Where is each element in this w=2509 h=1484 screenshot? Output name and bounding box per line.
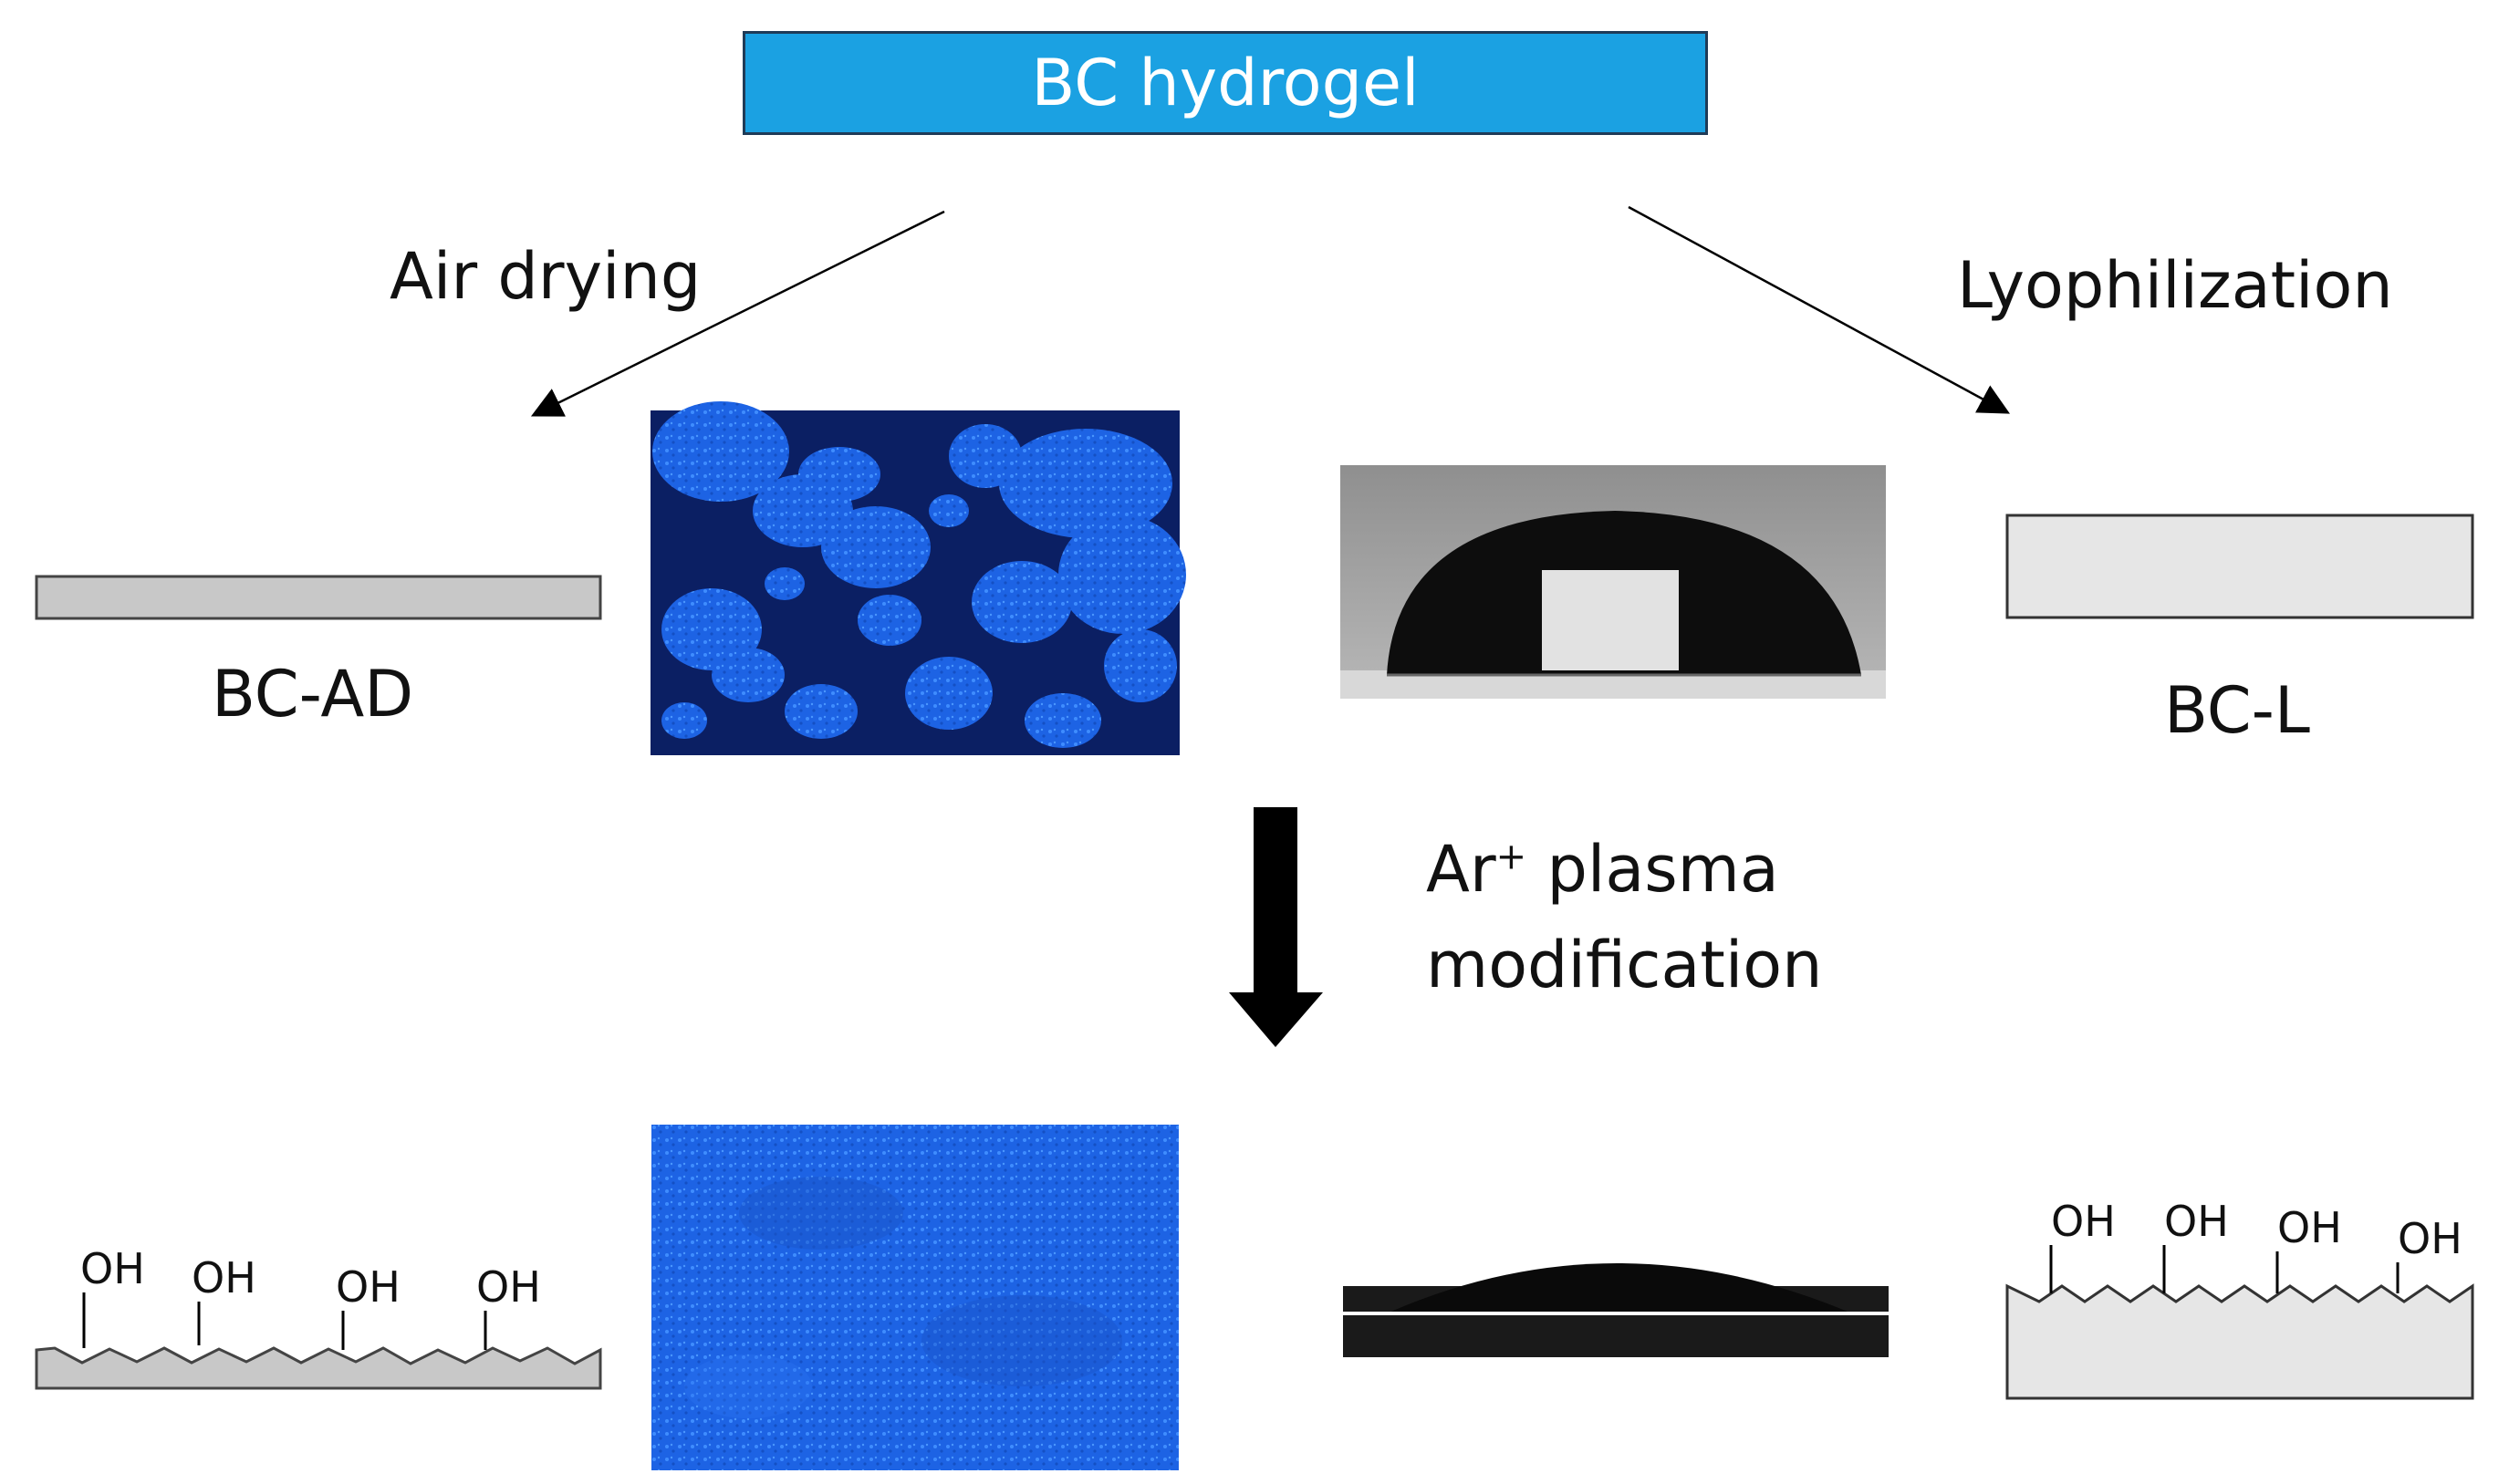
bc-l-modified-film xyxy=(2005,1245,2474,1400)
oh-label-ad-4: OH xyxy=(476,1262,541,1312)
treatment-label-line2: modification xyxy=(1426,928,1823,1002)
bc-hydrogel-label: BC hydrogel xyxy=(1031,46,1420,120)
micrograph-bc-ad-treated xyxy=(651,1125,1179,1470)
contact-angle-treated xyxy=(1343,1259,1889,1357)
oh-label-l-4: OH xyxy=(2398,1214,2462,1263)
oh-label-l-1: OH xyxy=(2051,1197,2116,1246)
contact-angle-untreated xyxy=(1340,465,1886,699)
treatment-ion: Ar xyxy=(1426,832,1496,907)
treatment-label-line1: Ar+ plasma xyxy=(1426,837,1779,901)
bc-l-film xyxy=(2005,514,2474,619)
oh-label-ad-2: OH xyxy=(192,1253,256,1302)
oh-label-l-3: OH xyxy=(2277,1203,2342,1252)
micrograph-bc-ad-untreated xyxy=(651,401,1186,755)
treatment-plasma: plasma xyxy=(1526,832,1779,907)
arrow-to-bc-l xyxy=(1628,205,2010,414)
treatment-charge: + xyxy=(1495,835,1527,878)
oh-label-l-2: OH xyxy=(2164,1197,2229,1246)
lyophilization-label: Lyophilization xyxy=(1957,248,2393,323)
bc-ad-film xyxy=(35,575,602,620)
air-drying-label: Air drying xyxy=(390,239,702,314)
bc-l-label: BC-L xyxy=(2164,673,2310,748)
bc-hydrogel-box: BC hydrogel xyxy=(743,31,1708,135)
arrow-to-bc-ad xyxy=(530,210,945,417)
oh-label-ad-3: OH xyxy=(336,1262,401,1312)
bc-ad-modified-film xyxy=(35,1292,602,1390)
bc-ad-label: BC-AD xyxy=(212,657,414,732)
oh-label-ad-1: OH xyxy=(80,1244,145,1293)
down-arrow xyxy=(1229,807,1323,1047)
